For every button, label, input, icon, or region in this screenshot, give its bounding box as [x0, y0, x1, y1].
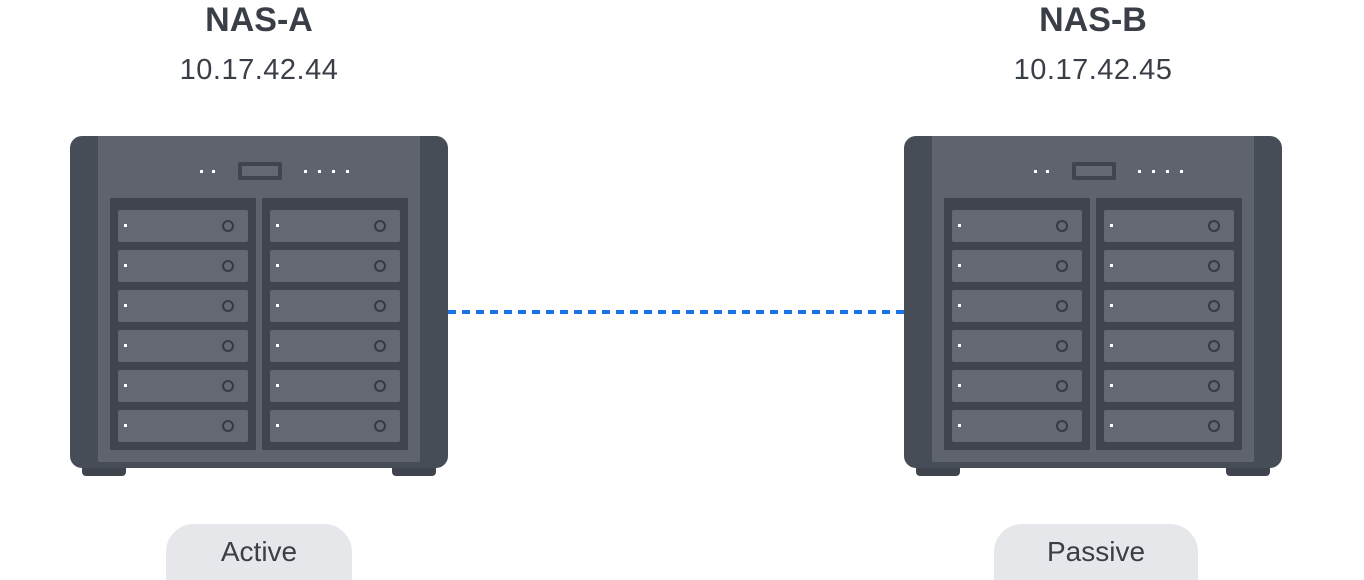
node-nas-a: NAS-A 10.17.42.44 Active: [70, 0, 448, 580]
node-nas-b: NAS-B 10.17.42.45 Passive: [904, 0, 1282, 580]
node-ip-address: 10.17.42.45: [1013, 54, 1173, 86]
node-ip-address: 10.17.42.44: [179, 54, 339, 86]
nas-server-icon: [70, 136, 448, 476]
dashed-connection-line: [448, 310, 904, 314]
node-name: NAS-B: [1039, 1, 1147, 39]
status-badge-passive: Passive: [994, 524, 1198, 580]
nas-server-icon: [904, 136, 1282, 476]
node-name: NAS-A: [205, 1, 313, 39]
status-badge-active: Active: [166, 524, 352, 580]
